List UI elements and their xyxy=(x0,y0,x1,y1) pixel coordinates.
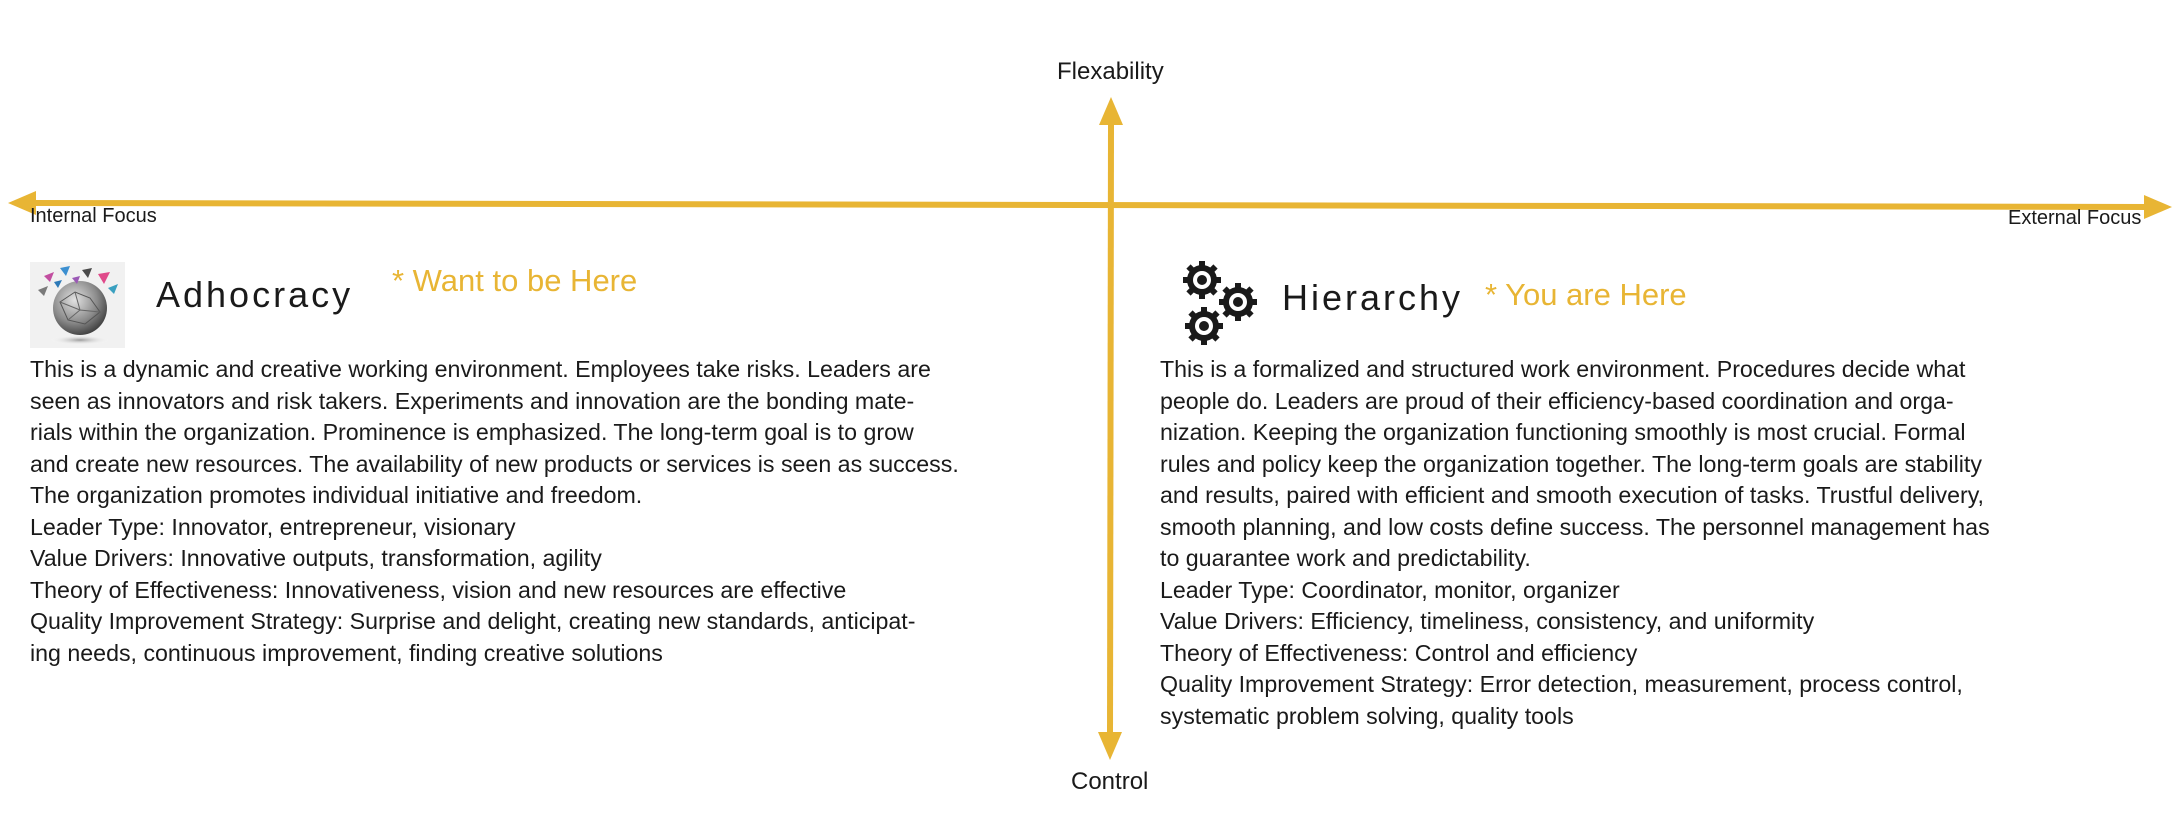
hierarchy-description-line: and results, paired with efficient and s… xyxy=(1160,482,1985,508)
axis-label-right: External Focus xyxy=(2008,207,2142,229)
hierarchy-description-line: This is a formalized and structured work… xyxy=(1160,356,1966,382)
adhocracy-quadrant: Adhocracy * Want to be Here This is a dy… xyxy=(30,262,1000,669)
hierarchy-quality-line: Quality Improvement Strategy: Error dete… xyxy=(1160,671,1963,697)
adhocracy-body: This is a dynamic and creative working e… xyxy=(30,354,1000,669)
adhocracy-description-line: and create new resources. The availabili… xyxy=(30,450,959,477)
hierarchy-description: This is a formalized and structured work… xyxy=(1160,354,2060,575)
hierarchy-quality-line: systematic problem solving, quality tool… xyxy=(1160,702,1574,729)
axis-label-top: Flexability xyxy=(1057,58,1164,85)
axis-label-left: Internal Focus xyxy=(30,205,157,227)
vertical-axis-line xyxy=(1107,124,1114,736)
adhocracy-description: This is a dynamic and creative working e… xyxy=(30,354,1000,512)
hierarchy-description-line: rules and policy keep the organization t… xyxy=(1160,450,1982,477)
adhocracy-description-line: This is a dynamic and creative working e… xyxy=(30,356,931,382)
crumpled-paper-ball-icon xyxy=(30,262,125,348)
bottom-arrowhead xyxy=(1098,732,1122,760)
adhocracy-quality-strategy: Quality Improvement Strategy: Surprise a… xyxy=(30,606,1000,669)
right-arrowhead xyxy=(2144,195,2172,219)
gear-bottom-left xyxy=(1185,307,1223,345)
hierarchy-value-drivers: Value Drivers: Efficiency, timeliness, c… xyxy=(1160,608,1815,634)
left-arrowhead xyxy=(8,191,36,215)
hierarchy-quality-strategy: Quality Improvement Strategy: Error dete… xyxy=(1160,669,2060,732)
hierarchy-description-line: smooth planning, and low costs define su… xyxy=(1160,513,1990,540)
adhocracy-header: Adhocracy * Want to be Here xyxy=(30,262,1000,354)
adhocracy-description-line: rials within the organization. Prominenc… xyxy=(30,419,914,445)
adhocracy-quality-line: Quality Improvement Strategy: Surprise a… xyxy=(30,608,916,634)
axis-label-bottom: Control xyxy=(1071,768,1149,795)
hierarchy-description-line: people do. Leaders are proud of their ef… xyxy=(1160,387,1954,414)
hierarchy-quadrant: Hierarchy * You are Here This is a forma… xyxy=(1160,261,2060,732)
gear-right xyxy=(1219,283,1257,321)
adhocracy-leader-type: Leader Type: Innovator, entrepreneur, vi… xyxy=(30,513,516,540)
adhocracy-theory: Theory of Effectiveness: Innovativeness,… xyxy=(30,576,847,603)
adhocracy-description-line: The organization promotes individual ini… xyxy=(30,482,643,508)
adhocracy-note: * Want to be Here xyxy=(392,263,638,298)
hierarchy-body: This is a formalized and structured work… xyxy=(1160,354,2060,732)
hierarchy-header: Hierarchy * You are Here xyxy=(1160,261,2060,354)
hierarchy-leader-type: Leader Type: Coordinator, monitor, organ… xyxy=(1160,576,1620,603)
hierarchy-description-line: nization. Keeping the organization funct… xyxy=(1160,419,1966,445)
horizontal-axis-line xyxy=(29,200,2151,210)
top-arrowhead xyxy=(1099,97,1123,125)
hierarchy-description-line: to guarantee work and predictability. xyxy=(1160,545,1531,571)
hierarchy-note: * You are Here xyxy=(1485,277,1687,312)
gear-top-left xyxy=(1183,261,1221,299)
adhocracy-quality-line: ing needs, continuous improvement, findi… xyxy=(30,639,663,666)
adhocracy-value-drivers: Value Drivers: Innovative outputs, trans… xyxy=(30,545,602,571)
hierarchy-title: Hierarchy xyxy=(1282,277,1464,318)
adhocracy-title: Adhocracy xyxy=(156,274,354,315)
hierarchy-theory: Theory of Effectiveness: Control and eff… xyxy=(1160,639,1638,666)
adhocracy-description-line: seen as innovators and risk takers. Expe… xyxy=(30,387,915,414)
gears-icon xyxy=(1183,261,1257,345)
